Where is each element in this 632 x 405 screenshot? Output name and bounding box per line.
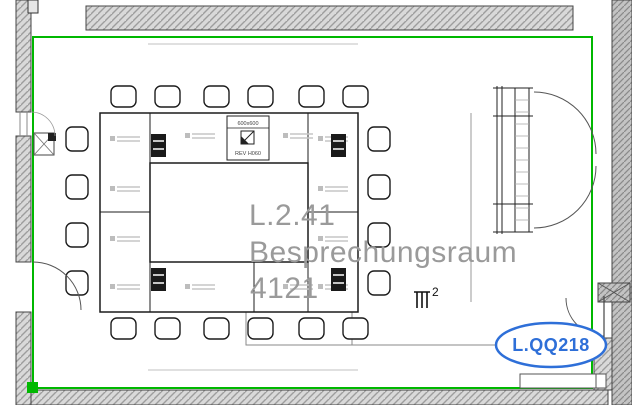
left-door-swing-arc (32, 261, 82, 311)
table-pedestal (331, 268, 346, 291)
wall-top (85, 5, 574, 31)
room-id-label: L.2.41 (249, 199, 336, 232)
room-boundary (27, 36, 593, 393)
wall-cabinet (33, 132, 56, 156)
door-swing-arc-bottom (533, 165, 597, 229)
room-name-label: Besprechungsraum (249, 236, 518, 269)
chair (342, 85, 369, 108)
chair (154, 317, 181, 340)
walls (15, 0, 632, 405)
wall-left-lower (15, 311, 32, 405)
equipment-size-label: 600x600 (237, 121, 258, 127)
wall-cabinet-box (48, 133, 56, 141)
chair (247, 317, 274, 340)
wall-corner-block-diag2 (597, 282, 631, 303)
room-number-label: 4121 (250, 272, 319, 305)
table-pedestal (151, 268, 166, 291)
equipment-rev-label: REV H060 (235, 151, 261, 157)
room-boundary-rect (32, 36, 593, 389)
chair (110, 85, 137, 108)
equipment-icon-diag (240, 130, 255, 145)
chair (367, 270, 391, 296)
door-leaf-louvers (515, 99, 529, 221)
chair (110, 317, 137, 340)
chair (154, 85, 181, 108)
wall-cap-topleft (27, 0, 39, 14)
chairs (65, 85, 391, 340)
chair (342, 317, 369, 340)
equipment-box: 600x600 REV H060 (226, 115, 270, 161)
table-pedestal (331, 134, 346, 157)
room-tag-label[interactable]: L.QQ218 (512, 335, 590, 355)
chair (65, 174, 89, 200)
radiator-outline (519, 373, 607, 389)
chair (203, 85, 230, 108)
chair (298, 317, 325, 340)
room-tag-ellipse[interactable] (494, 321, 608, 369)
chair (367, 174, 391, 200)
furniture-symbol-count: 2 (432, 285, 439, 299)
left-window-arc (30, 111, 56, 137)
double-door (493, 86, 597, 234)
chair (367, 222, 391, 248)
furniture-symbol: 2 (414, 285, 439, 308)
wall-right (611, 0, 632, 405)
door-swing-arc-top (533, 91, 597, 155)
chair (367, 126, 391, 152)
table-inner-opening (149, 162, 309, 263)
room-tag[interactable] (494, 321, 608, 369)
table-pedestal (151, 134, 166, 157)
chair (203, 317, 230, 340)
room-boundary-corner-mark (27, 382, 38, 393)
wall-cabinet-diag2 (33, 132, 55, 156)
equipment-box-outline (226, 115, 270, 161)
furniture-symbol-glyph (414, 291, 430, 308)
radiator (519, 373, 607, 389)
chair (298, 85, 325, 108)
wall-left-upper (15, 0, 32, 113)
chair (247, 85, 274, 108)
conference-table: 600x600 REV H060 (99, 112, 359, 313)
wall-bottom (30, 389, 609, 405)
wall-left-mid (15, 135, 32, 263)
chair (65, 126, 89, 152)
chair (65, 222, 89, 248)
chair (65, 270, 89, 296)
